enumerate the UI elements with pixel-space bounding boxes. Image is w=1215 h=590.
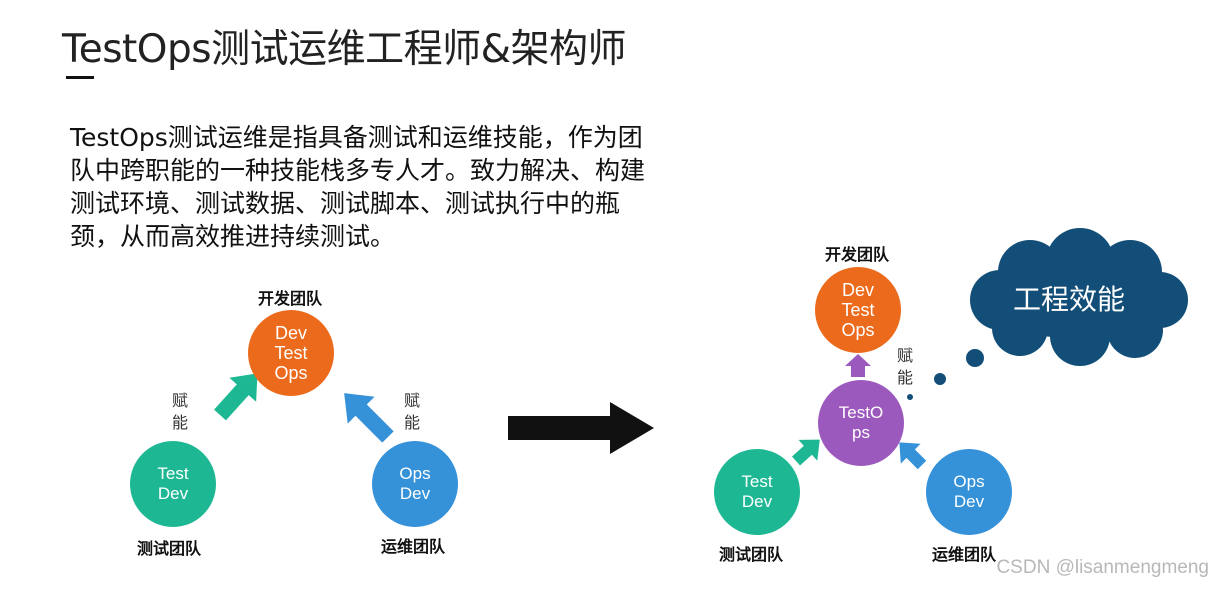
- left-test-team-label: 测试团队: [137, 539, 202, 558]
- right-test-team-label: 测试团队: [719, 545, 784, 564]
- node-text: Dev: [274, 323, 307, 343]
- node-text: Test: [841, 300, 875, 320]
- right-testdev-node: Test Dev: [714, 449, 800, 535]
- enable-char: 能: [896, 368, 913, 387]
- node-text: Test: [741, 472, 773, 491]
- node-text: Ops: [841, 320, 875, 340]
- node-text: Test: [274, 343, 308, 363]
- left-devtestops-node: Dev Test Ops: [248, 310, 334, 396]
- node-text: Dev: [399, 484, 431, 503]
- right-opsdev-node: Ops Dev: [926, 449, 1012, 535]
- left-dev-team-label: 开发团队: [258, 289, 323, 308]
- enable-char: 能: [171, 413, 188, 432]
- description-line: TestOps测试运维是指具备测试和运维技能，作为团: [70, 123, 643, 152]
- node-text: Dev: [953, 492, 985, 511]
- node-text: ps: [852, 423, 870, 442]
- cloud-label: 工程效能: [1012, 283, 1125, 316]
- right-enable-up-label: 赋 能: [896, 345, 914, 389]
- node-text: Dev: [157, 484, 189, 503]
- left-testdev-node: Test Dev: [130, 441, 216, 527]
- left-opsdev-node: Ops Dev: [372, 441, 458, 527]
- bubble-medium: [934, 373, 946, 385]
- watermark: CSDN @lisanmengmeng: [996, 557, 1209, 578]
- left-enable-label: 赋 能: [171, 390, 189, 434]
- right-up-arrow: [845, 354, 871, 377]
- enable-char: 能: [403, 413, 420, 432]
- right-testops-node: TestO ps: [818, 380, 904, 466]
- node-text: Dev: [841, 280, 874, 300]
- left-up-left-arrow: [344, 393, 394, 443]
- left-up-right-arrow: [214, 373, 258, 421]
- enable-char: 赋: [171, 391, 188, 410]
- bubble-small: [907, 394, 913, 400]
- right-enable-label: 赋 能: [403, 390, 421, 434]
- description-line: 颈，从而高效推进持续测试。: [70, 222, 396, 251]
- node-text: Dev: [741, 492, 773, 511]
- right-ops-team-label: 运维团队: [932, 545, 997, 564]
- right-up-right-arrow: [791, 439, 820, 466]
- description: TestOps测试运维是指具备测试和运维技能，作为团 队中跨职能的一种技能栈多专…: [70, 121, 690, 253]
- transition-arrow: [508, 402, 654, 454]
- cloud-shape: [970, 228, 1188, 366]
- node-text: Ops: [274, 363, 308, 383]
- node-text: Test: [157, 464, 189, 483]
- node-text: Ops: [399, 464, 431, 483]
- title-underline: [66, 76, 94, 79]
- node-text: TestO: [838, 403, 884, 422]
- enable-char: 赋: [896, 346, 913, 365]
- right-up-left-arrow: [899, 442, 927, 470]
- node-text: Ops: [953, 472, 985, 491]
- left-ops-team-label: 运维团队: [381, 537, 446, 556]
- right-devtestops-node: Dev Test Ops: [815, 267, 901, 353]
- bubble-large: [966, 349, 984, 367]
- description-line: 队中跨职能的一种技能栈多专人才。致力解决、构建: [70, 156, 646, 185]
- enable-char: 赋: [403, 391, 420, 410]
- description-line: 测试环境、测试数据、测试脚本、测试执行中的瓶: [70, 189, 621, 218]
- page-title: TestOps测试运维工程师&架构师: [62, 27, 626, 72]
- right-dev-team-label: 开发团队: [825, 245, 890, 264]
